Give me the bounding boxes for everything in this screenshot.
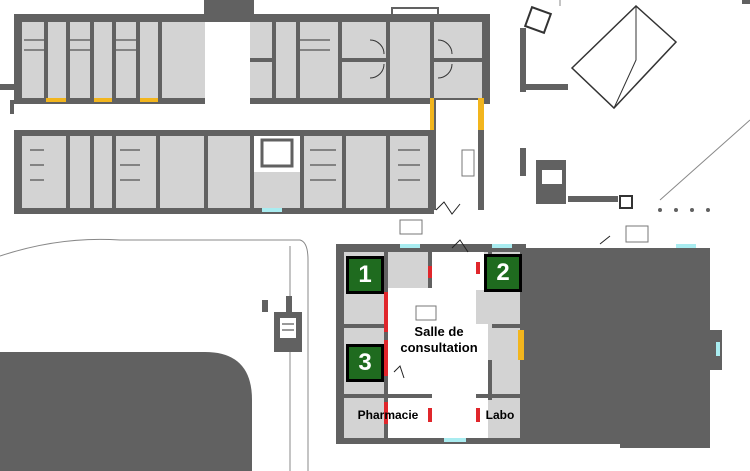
marker-1[interactable]: 1 bbox=[346, 256, 384, 294]
marker-3[interactable]: 3 bbox=[346, 344, 384, 382]
stair-block bbox=[262, 296, 302, 352]
north-building-lower-wing bbox=[14, 130, 434, 214]
labo-label: Labo bbox=[485, 408, 515, 422]
salle-de-consultation-label-line2: consultation bbox=[400, 340, 478, 355]
east-building bbox=[526, 244, 722, 448]
north-east-structures bbox=[391, 0, 750, 243]
south-west-building bbox=[0, 352, 252, 471]
pharmacie-label: Pharmacie bbox=[357, 408, 419, 422]
salle-de-consultation-label-line1: Salle de bbox=[414, 324, 464, 339]
marker-2[interactable]: 2 bbox=[484, 254, 522, 292]
north-building-upper-wing bbox=[14, 0, 490, 104]
salle-de-consultation-label: Salle de consultation bbox=[392, 324, 486, 356]
